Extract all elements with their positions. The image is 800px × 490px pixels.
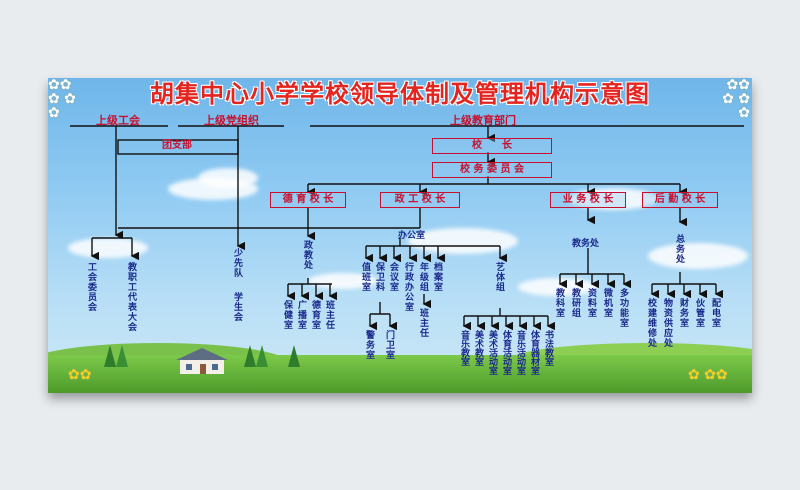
node-supply-office: 物资供应处 [662,298,672,348]
node-grade-group: 年级组 [418,262,428,292]
node-security-section: 保卫科 [374,262,384,292]
box-principal: 校 长 [432,138,552,154]
box-league-branch: 团支部 [162,140,192,151]
node-music-classroom: 音乐教室 [459,330,469,366]
box-moral-vice-principal: 德 育 校 长 [270,192,346,208]
node-research-room: 教科室 [554,288,564,318]
node-admin-office: 行政办公室 [403,262,413,312]
label-general-affairs: 总务处 [674,234,684,264]
connector-lines [70,125,744,331]
node-health-room: 保健室 [282,300,292,330]
node-arts-sports-group: 艺体组 [494,262,504,292]
node-grade-class-teacher: 班主任 [418,308,428,338]
node-teaching-group: 教研组 [570,288,580,318]
node-finance-room: 财务室 [678,298,688,328]
node-resource-room: 资料室 [586,288,596,318]
node-archive-room: 档案室 [432,262,442,292]
node-student-union: 学生会 [232,292,242,322]
node-art-classroom: 美术教室 [473,330,483,366]
house-image [176,348,228,374]
node-union-committee: 工会委员会 [86,262,96,312]
org-chart-board: ✿✿ ✿ ✿✿ ✿✿✿ ✿✿ ✿✿✿ ✿✿ 胡集中心小学学校领导体制及管理机构示… [48,78,752,393]
node-meeting-room: 会议室 [388,262,398,292]
box-admin-vice-principal: 政 工 校 长 [380,192,460,208]
label-superior-edu-dept: 上级教育部门 [450,114,516,127]
node-computer-room: 微机室 [602,288,612,318]
label-superior-party: 上级党组织 [204,114,259,127]
label-office: 办公室 [398,231,426,241]
node-police-room: 警务室 [364,330,374,360]
node-art-activity-room: 美术活动室 [487,330,497,375]
node-calligraphy-classroom: 书法教室 [543,330,553,366]
box-academic-vice-principal: 业 务 校 长 [550,192,626,208]
node-political-office: 政教处 [302,240,312,270]
node-broadcast-room: 广播室 [296,300,306,330]
box-school-committee: 校 务 委 员 会 [432,162,552,178]
node-maintenance-office: 校建维修处 [646,298,656,348]
label-superior-union: 上级工会 [96,114,140,127]
node-sports-activity-room: 体育活动室 [501,330,511,375]
page-title: 胡集中心小学学校领导体制及管理机构示意图 [150,79,650,108]
node-power-room: 配电室 [710,298,720,328]
node-sports-equipment-room: 体育器材室 [529,330,539,375]
blossom-right-decoration: ✿✿✿ ✿✿ [722,78,750,121]
node-moral-room: 德育室 [310,300,320,330]
node-canteen-room: 伙管室 [694,298,704,328]
node-staff-congress: 教职工代表大会 [126,262,136,332]
label-education-affairs: 教务处 [572,239,600,249]
node-music-activity-room: 音乐活动室 [515,330,525,375]
box-logistics-vice-principal: 后 勤 校 长 [642,192,718,208]
blossom-left-decoration: ✿✿✿ ✿✿ [48,78,76,121]
node-class-teacher: 班主任 [324,300,334,330]
node-duty-room: 值班室 [360,262,370,292]
node-multifunction-room: 多功能室 [618,288,628,328]
node-young-pioneers: 少先队 [232,248,242,278]
node-guard-room: 门卫室 [384,330,394,360]
